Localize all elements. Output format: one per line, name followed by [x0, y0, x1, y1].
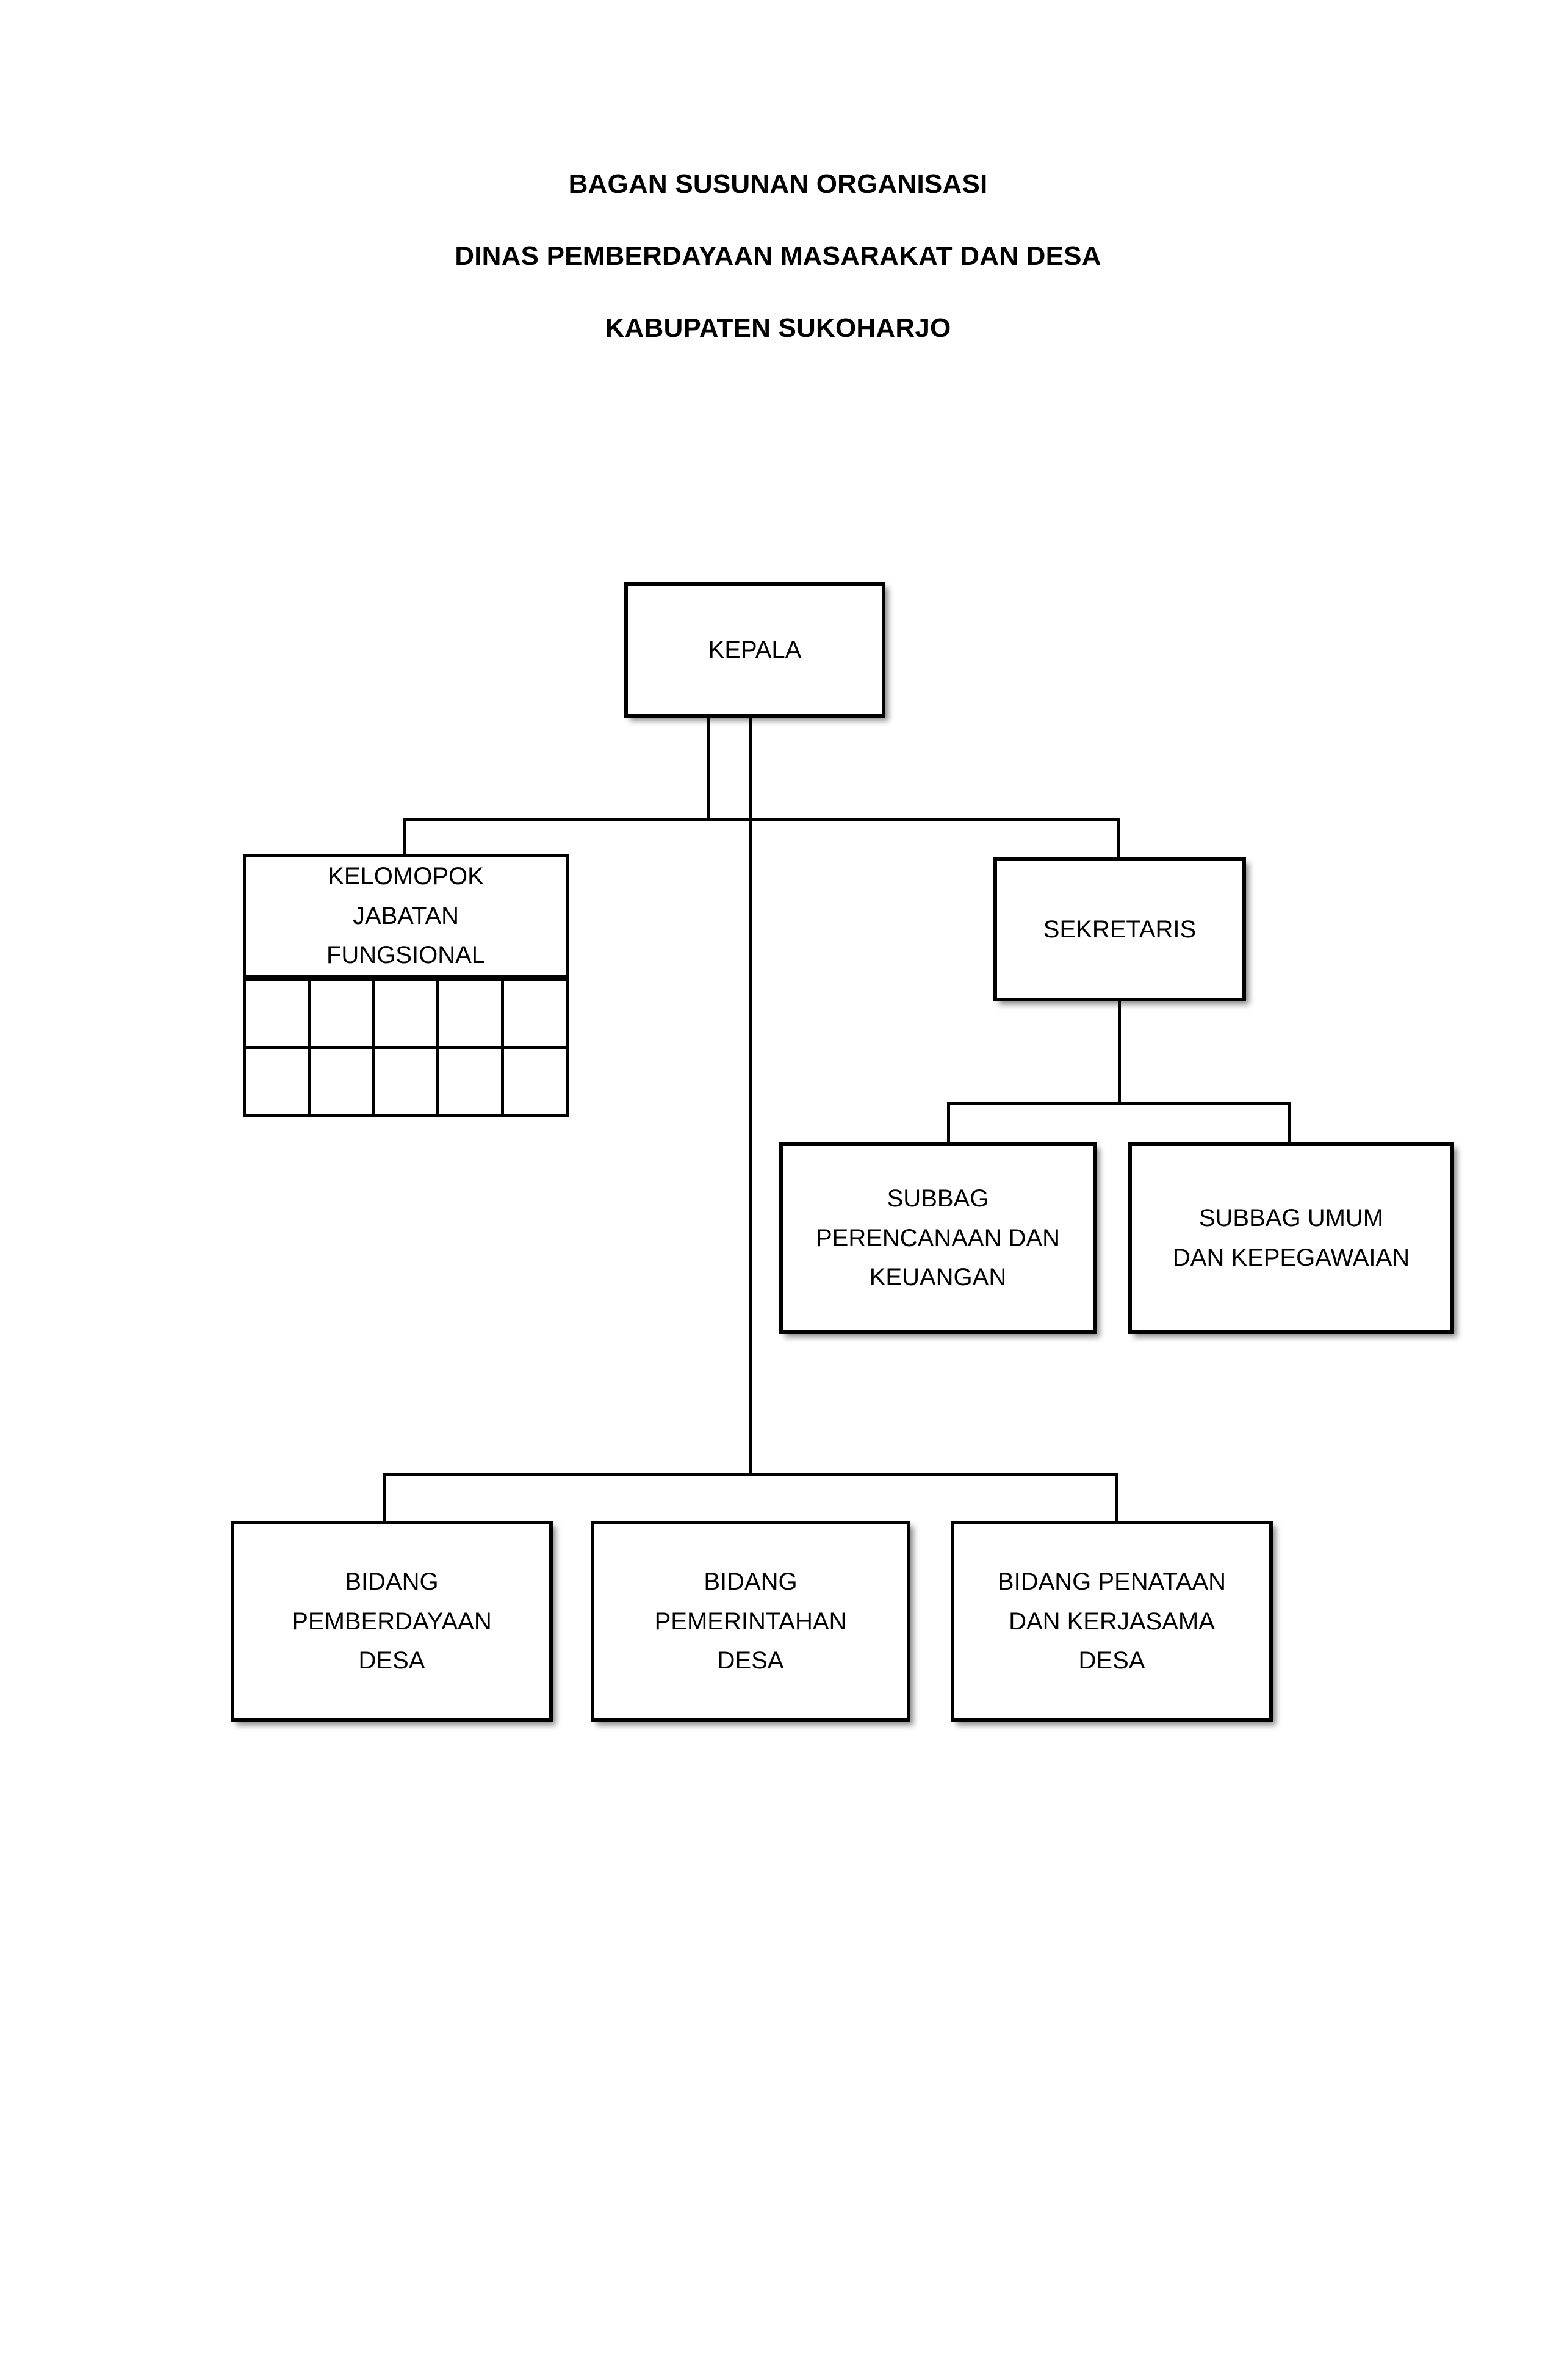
connector-kepala-main-spine — [749, 718, 752, 1476]
fungsional-grid-cell — [375, 981, 440, 1049]
fungsional-grid-cell — [504, 1048, 569, 1117]
node-subbag-perencanaan-dan-keuangan[interactable]: SUBBAG PERENCANAAN DAN KEUANGAN — [779, 1142, 1097, 1334]
fungsional-grid-cell — [439, 1048, 505, 1117]
node-bidang-penataan-dan-kerjasama-desa-label: BIDANG PENATAAN DAN KERJASAMA DESA — [997, 1568, 1226, 1675]
connector-drop-kelompok — [403, 818, 406, 856]
node-subbag-perencanaan-dan-keuangan-label: SUBBAG PERENCANAAN DAN KEUANGAN — [815, 1185, 1061, 1291]
page-title-line-1: BAGAN SUSUNAN ORGANISASI — [568, 169, 988, 199]
node-bidang-pemerintahan-desa-label: BIDANG PEMERINTAHAN DESA — [654, 1568, 847, 1675]
connector-level1-horizontal-bar — [403, 818, 1120, 821]
fungsional-grid-cell — [439, 981, 505, 1049]
connector-drop-subbag-umum — [1288, 1102, 1291, 1144]
connector-drop-bidang-pemberdayaan — [383, 1473, 386, 1522]
connector-sekretaris-drop — [1118, 1001, 1121, 1103]
fungsional-grid-cell — [375, 1048, 440, 1117]
page-title-line-3: KABUPATEN SUKOHARJO — [605, 313, 951, 343]
node-kepala-label: KEPALA — [708, 636, 802, 663]
chart-title-block: BAGAN SUSUNAN ORGANISASI DINAS PEMBERDAY… — [0, 171, 1556, 342]
fungsional-grid-cell — [246, 981, 311, 1049]
node-kelompok-jabatan-fungsional[interactable]: KELOMOPOK JABATAN FUNGSIONAL — [243, 854, 569, 978]
node-bidang-penataan-dan-kerjasama-desa[interactable]: BIDANG PENATAAN DAN KERJASAMA DESA — [951, 1521, 1273, 1722]
fungsional-grid-cell — [504, 981, 569, 1049]
connector-subbag-horizontal-bar — [947, 1102, 1291, 1105]
node-subbag-umum-dan-kepegawaian-label: SUBBAG UMUM DAN KEPEGAWAIAN — [1172, 1205, 1410, 1271]
node-kepala[interactable]: KEPALA — [624, 582, 885, 718]
fungsional-grid — [243, 978, 569, 1117]
node-kelompok-jabatan-fungsional-label: KELOMOPOK JABATAN FUNGSIONAL — [326, 862, 486, 969]
fungsional-grid-cell — [310, 981, 375, 1049]
connector-drop-bidang-penataan — [1115, 1473, 1118, 1522]
connector-drop-sekretaris — [1117, 818, 1120, 859]
fungsional-grid-cell — [246, 1048, 311, 1117]
node-bidang-pemerintahan-desa[interactable]: BIDANG PEMERINTAHAN DESA — [591, 1521, 910, 1722]
node-sekretaris[interactable]: SEKRETARIS — [993, 857, 1246, 1001]
node-sekretaris-label: SEKRETARIS — [1043, 915, 1197, 943]
connector-kepala-left-drop — [707, 718, 710, 820]
connector-drop-subbag-perencanaan — [947, 1102, 950, 1144]
node-bidang-pemberdayaan-desa[interactable]: BIDANG PEMBERDAYAAN DESA — [231, 1521, 553, 1722]
node-subbag-umum-dan-kepegawaian[interactable]: SUBBAG UMUM DAN KEPEGAWAIAN — [1128, 1142, 1454, 1334]
node-bidang-pemberdayaan-desa-label: BIDANG PEMBERDAYAAN DESA — [292, 1568, 492, 1675]
connector-bidang-horizontal-bar — [383, 1473, 1118, 1476]
fungsional-grid-cell — [310, 1048, 375, 1117]
page-title-line-2: DINAS PEMBERDAYAAN MASARAKAT DAN DESA — [455, 241, 1101, 271]
